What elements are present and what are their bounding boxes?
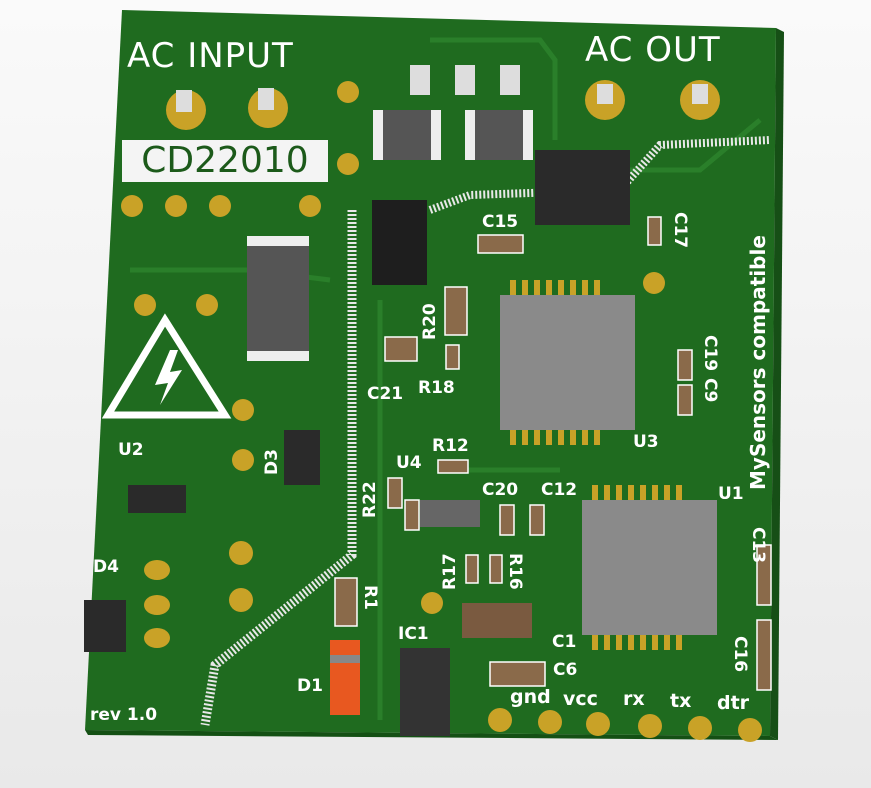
designator-r17: R17 — [440, 553, 460, 590]
designator-r18: R18 — [418, 378, 455, 398]
pins — [176, 65, 708, 112]
pin-label-gnd: gnd — [510, 686, 551, 708]
designator-d3: D3 — [262, 449, 282, 475]
qfp-leads — [510, 280, 682, 650]
designator-ic1: IC1 — [398, 624, 429, 644]
passives — [334, 216, 772, 691]
designator-c19: C19 — [700, 335, 720, 372]
designator-d1: D1 — [297, 676, 323, 696]
pin-label-tx: tx — [670, 690, 692, 712]
designator-c6: C6 — [553, 660, 578, 680]
mysensors-compat-label: MySensors compatible — [746, 235, 770, 490]
designator-u1: U1 — [718, 484, 744, 504]
revision-label: rev 1.0 — [90, 705, 158, 725]
designator-r22: R22 — [360, 481, 380, 518]
high-voltage-warning-icon — [101, 313, 232, 419]
power-resistors — [247, 110, 533, 361]
pin-label-dtr: dtr — [717, 692, 750, 714]
designator-r16: R16 — [505, 553, 525, 590]
designator-r1: R1 — [360, 585, 380, 610]
designator-r12: R12 — [432, 436, 469, 456]
designator-c16: C16 — [730, 636, 750, 673]
chips — [84, 150, 717, 736]
designator-c13: C13 — [748, 527, 768, 564]
designator-u4: U4 — [396, 453, 422, 473]
designator-c20: C20 — [482, 480, 519, 500]
part-number-label: CD22010 — [122, 140, 328, 182]
designator-d4: D4 — [93, 557, 119, 577]
designator-c15: C15 — [482, 212, 519, 232]
designator-u3: U3 — [633, 432, 659, 452]
pin-label-vcc: vcc — [563, 688, 598, 710]
ac-input-label: AC INPUT — [127, 36, 294, 76]
pin-label-rx: rx — [623, 688, 645, 710]
ac-out-label: AC OUT — [585, 30, 721, 70]
designator-c17: C17 — [670, 212, 690, 249]
designator-r20: R20 — [420, 303, 440, 340]
isolation-slot — [200, 210, 357, 726]
designator-c1: C1 — [552, 632, 577, 652]
designator-c21: C21 — [367, 384, 404, 404]
designator-u2: U2 — [118, 440, 144, 460]
designator-c9: C9 — [700, 378, 720, 403]
designator-c12: C12 — [541, 480, 578, 500]
pcb-edge — [770, 28, 784, 740]
